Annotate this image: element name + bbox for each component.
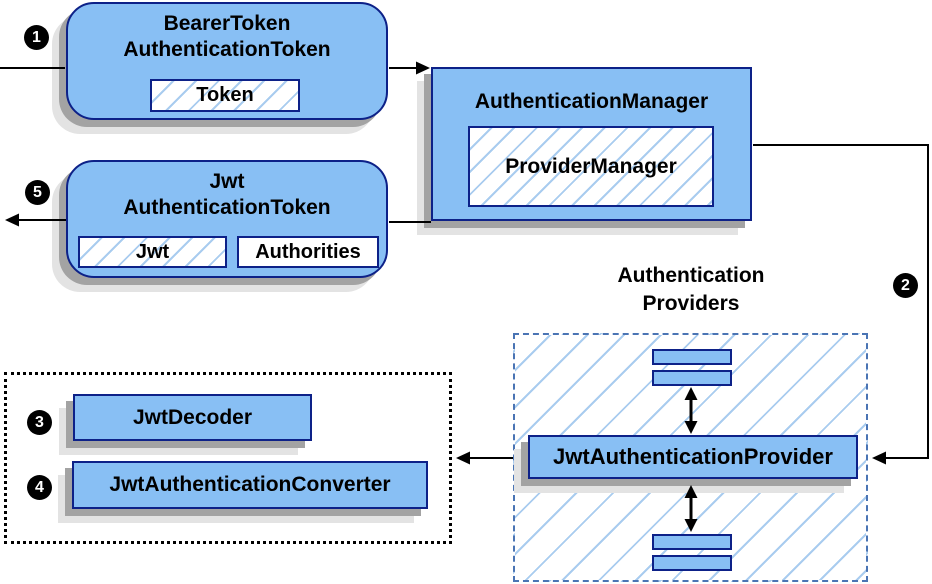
jwt-authentication-provider-node: JwtAuthenticationProvider <box>528 435 858 479</box>
arrowhead-left-icon <box>456 451 470 465</box>
provider-placeholder-bar <box>652 349 732 365</box>
arrowhead-right-icon <box>416 61 430 75</box>
authentication-providers-label: Authentication Providers <box>566 262 816 318</box>
step-4-badge: 4 <box>27 475 52 500</box>
provider-placeholder-bar <box>652 534 732 550</box>
authorities-field: Authorities <box>237 236 379 268</box>
arrowhead-left-icon <box>5 213 19 227</box>
authentication-manager-title: AuthenticationManager <box>474 90 709 113</box>
token-field: Token <box>150 79 300 112</box>
jwt-field: Jwt <box>78 236 227 268</box>
jwt-decoder-node: JwtDecoder <box>73 394 312 441</box>
step-5-badge: 5 <box>25 180 50 205</box>
provider-placeholder-bar <box>652 555 732 571</box>
arrowhead-left-icon <box>872 451 886 465</box>
authentication-providers-label-line2: Providers <box>642 292 740 315</box>
step-3-badge: 3 <box>27 410 52 435</box>
step-1-badge: 1 <box>24 25 49 50</box>
provider-placeholder-bar <box>652 370 732 386</box>
jwt-token-title-line2: AuthenticationToken <box>123 196 331 219</box>
bearer-token-title-line1: BearerToken <box>163 12 291 35</box>
step-2-badge: 2 <box>893 273 918 298</box>
bearer-token-title-line2: AuthenticationToken <box>123 38 331 61</box>
authentication-providers-label-line1: Authentication <box>617 264 765 287</box>
jwt-token-title-line1: Jwt <box>209 170 245 193</box>
jwt-authentication-converter-node: JwtAuthenticationConverter <box>72 461 428 509</box>
provider-manager-field: ProviderManager <box>468 126 714 207</box>
